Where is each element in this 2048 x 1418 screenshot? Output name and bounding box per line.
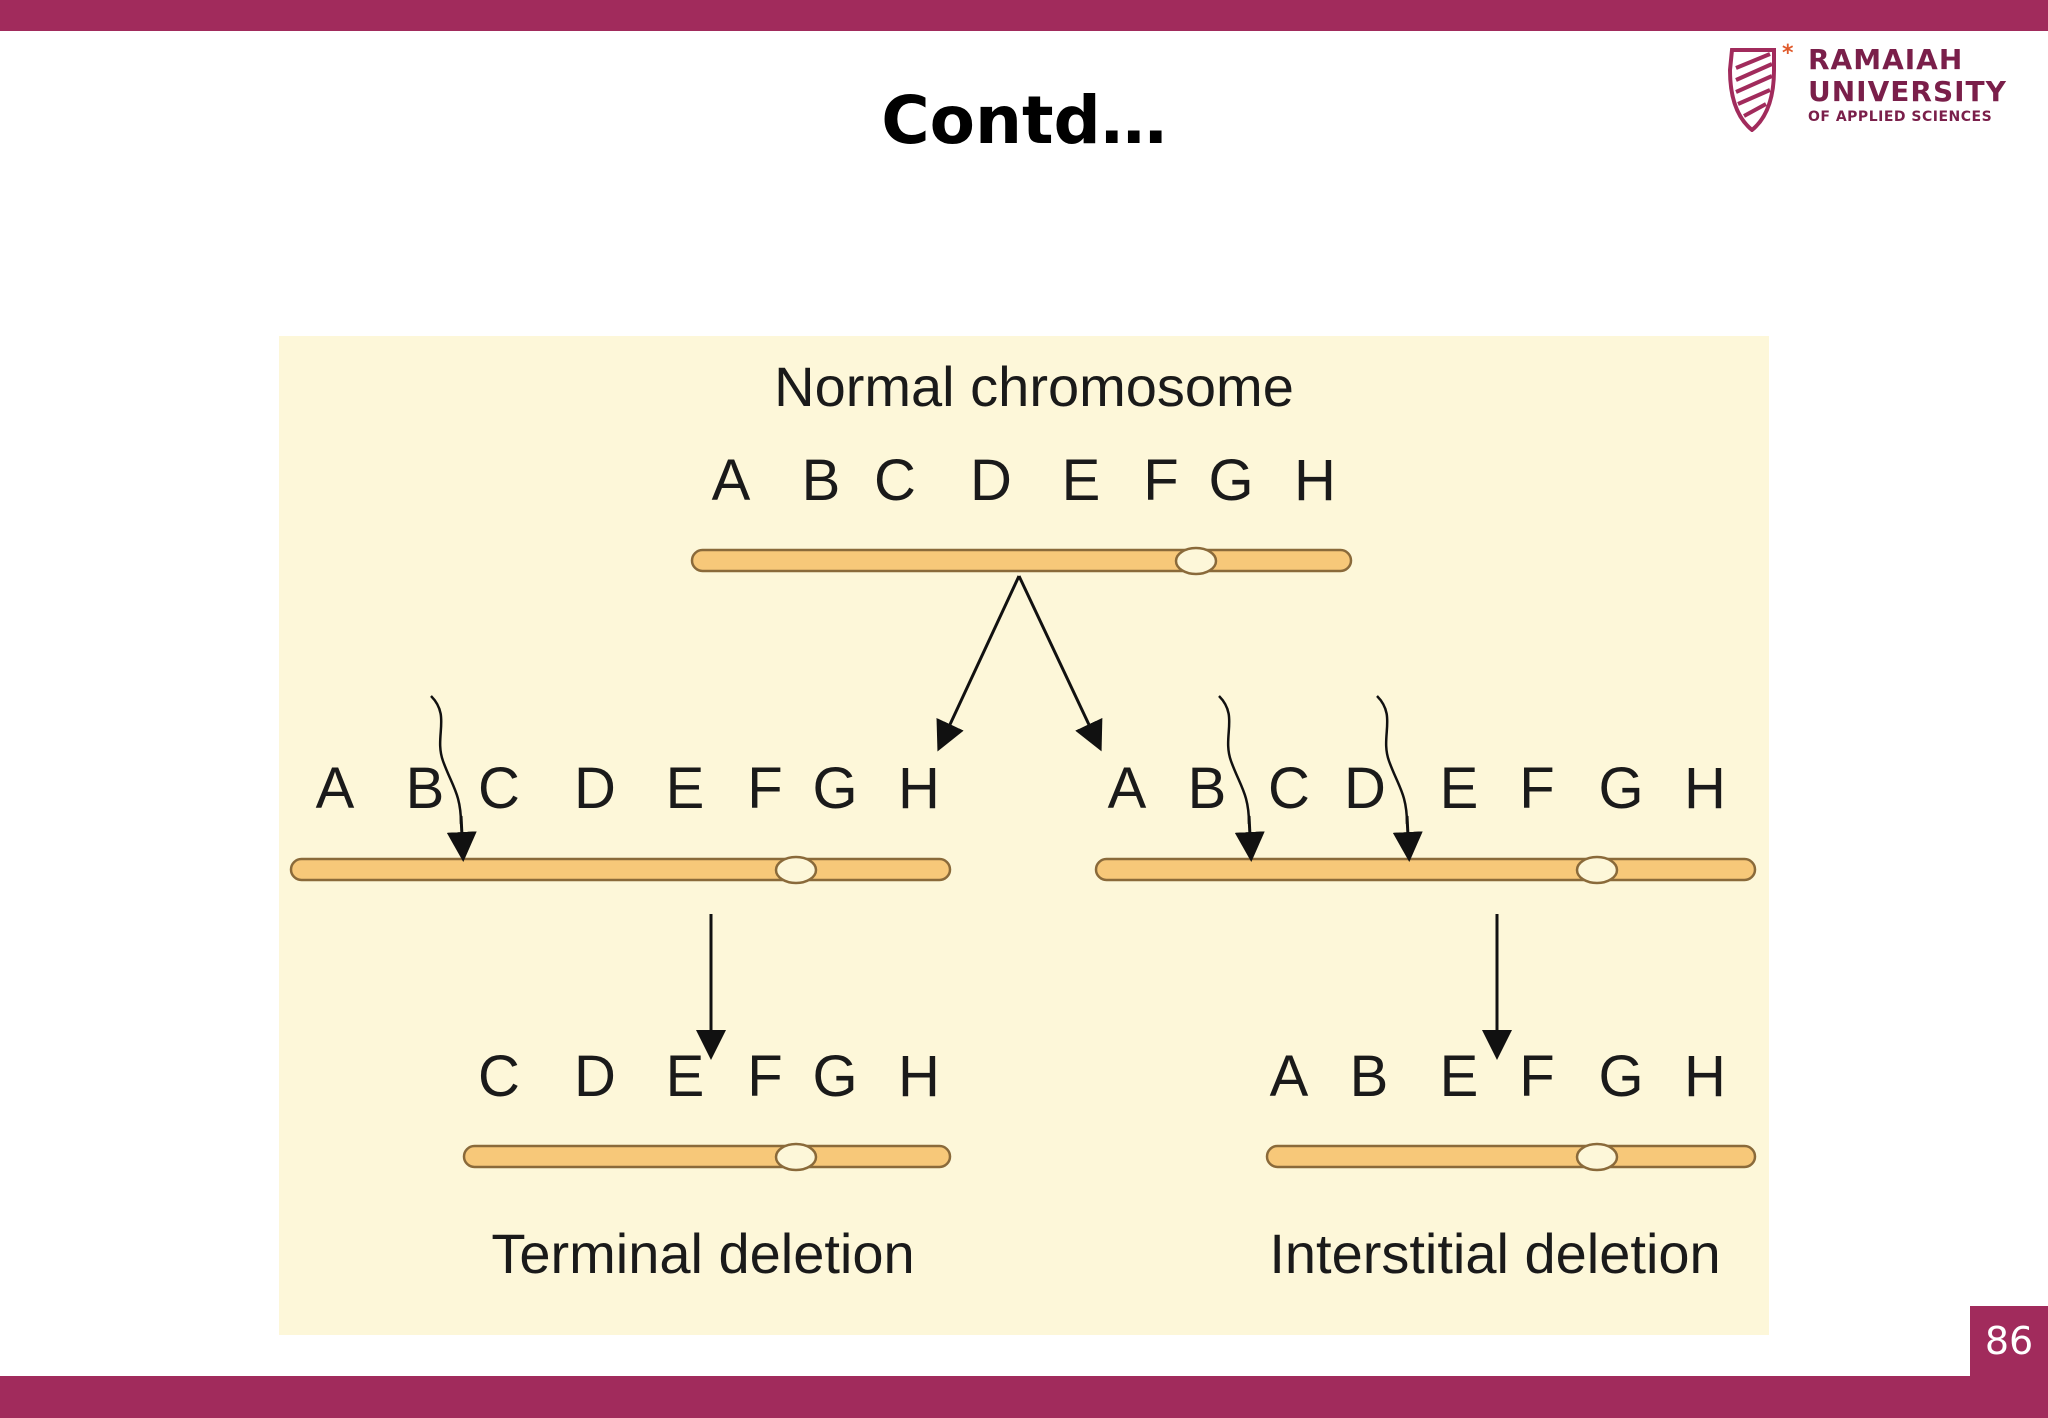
logo-line-ramaiah: RAMAIAH	[1808, 43, 1964, 76]
gene-label: F	[747, 1044, 782, 1109]
gene-label: A	[1108, 756, 1147, 821]
interstitial-break-wavy-line-2	[1376, 695, 1409, 825]
gene-label: D	[574, 1044, 616, 1109]
gene-label: F	[747, 756, 782, 821]
gene-label: G	[1598, 1044, 1643, 1109]
slide-title: Contd…	[881, 82, 1167, 159]
interstitial-result-centromere	[1575, 1142, 1619, 1172]
terminal-deletion-label: Terminal deletion	[491, 1222, 914, 1285]
gene-label: D	[1344, 756, 1386, 821]
top-brand-bar	[0, 0, 2048, 31]
terminal-result-centromere	[774, 1142, 818, 1172]
interstitial-break-chromosome	[1094, 857, 1757, 882]
gene-label: C	[874, 448, 916, 513]
terminal-break-arrow	[446, 815, 477, 862]
interstitial-break-wavy-line-1	[1218, 695, 1251, 825]
gene-label: B	[1188, 756, 1227, 821]
gene-label: G	[812, 756, 857, 821]
logo-emblem-icon: *	[1727, 41, 1794, 133]
gene-label: D	[970, 448, 1012, 513]
interstitial-result-chromosome	[1265, 1144, 1757, 1169]
university-logo: * RAMAIAH UNIVERSITY OF APPLIED SCIENCES	[1722, 40, 2022, 133]
page-number: 86	[1970, 1306, 2048, 1376]
gene-label: A	[316, 756, 355, 821]
gene-label: C	[478, 1044, 520, 1109]
gene-label: B	[802, 448, 841, 513]
normal-chromosome	[690, 548, 1353, 573]
gene-label: H	[898, 1044, 940, 1109]
gene-label: H	[1684, 1044, 1726, 1109]
interstitial-deletion-label: Interstitial deletion	[1269, 1222, 1720, 1285]
terminal-break-wavy-line	[430, 695, 463, 825]
gene-label: F	[1519, 1044, 1554, 1109]
gene-label: G	[1598, 756, 1643, 821]
terminal-break-centromere	[774, 855, 818, 885]
normal-centromere	[1174, 546, 1218, 576]
gene-label: B	[406, 756, 445, 821]
gene-label: A	[712, 448, 751, 513]
gene-label: D	[574, 756, 616, 821]
gene-label: B	[1350, 1044, 1389, 1109]
gene-label: E	[666, 756, 705, 821]
gene-label: G	[1208, 448, 1253, 513]
split-arrow-right	[1017, 575, 1103, 752]
interstitial-break-centromere	[1575, 855, 1619, 885]
logo-line-applied-sciences: OF APPLIED SCIENCES	[1808, 109, 1993, 125]
split-arrow-left	[936, 575, 1021, 752]
gene-label: G	[812, 1044, 857, 1109]
gene-label: E	[1440, 1044, 1479, 1109]
gene-label: E	[1062, 448, 1101, 513]
interstitial-break-arrow-2	[1392, 815, 1423, 862]
gene-label: E	[666, 1044, 705, 1109]
bottom-brand-bar	[0, 1376, 2048, 1418]
terminal-break-chromosome	[289, 857, 952, 882]
logo-line-university: UNIVERSITY	[1808, 75, 2007, 108]
terminal-result-chromosome	[462, 1144, 952, 1169]
gene-label: C	[478, 756, 520, 821]
gene-label: F	[1519, 756, 1554, 821]
gene-label: H	[898, 756, 940, 821]
gene-label: C	[1268, 756, 1310, 821]
interstitial-break-arrow-1	[1234, 815, 1265, 862]
gene-label: H	[1294, 448, 1336, 513]
svg-text:*: *	[1782, 41, 1794, 66]
gene-label: H	[1684, 756, 1726, 821]
gene-label: A	[1270, 1044, 1309, 1109]
normal-chromosome-label: Normal chromosome	[774, 355, 1294, 418]
gene-label: E	[1440, 756, 1479, 821]
gene-label: F	[1143, 448, 1178, 513]
